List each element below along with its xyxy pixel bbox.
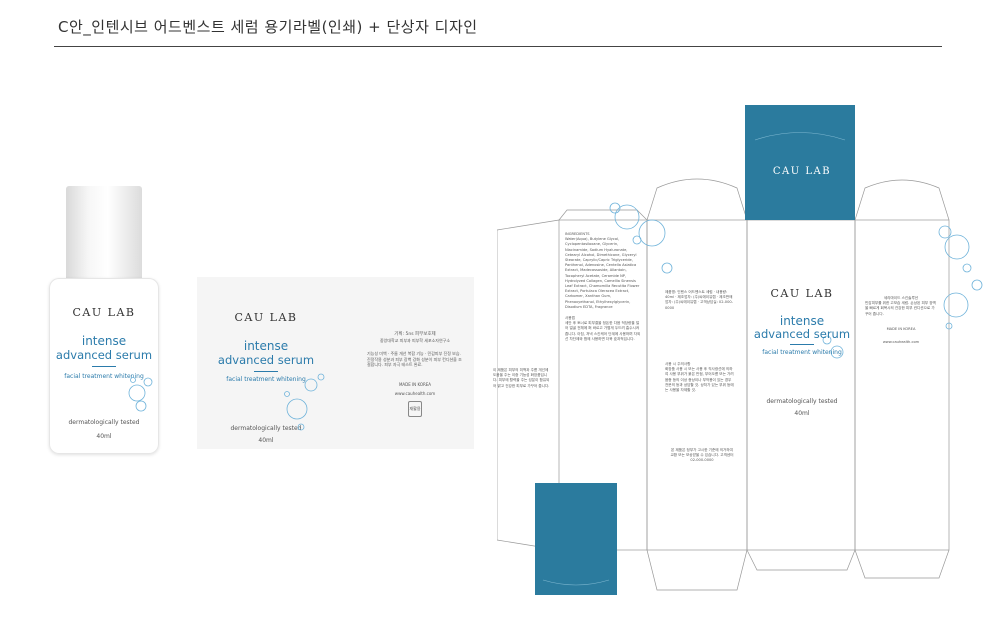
label-back-website: www.cauhealth.com	[394, 391, 436, 396]
label-back: 기획: 5ns 피부보호제 중앙대학교 피부과 피부학 세포소자연구소 기능성 …	[367, 332, 463, 417]
box-front-brand: CAU LAB	[770, 287, 834, 300]
address-text: 본 제품은 정부가 고시한 기준에 의거하여 교환 또는 보상받을 수 있습니다…	[670, 448, 734, 463]
bottle-mockup: CAU LAB intense advanced serum facial tr…	[49, 186, 159, 456]
label-back-body: 기능성 미백 · 주름 개선 복합 기능 · 민감피부 진정 보습. 진정작용 …	[367, 351, 462, 367]
title-divider	[54, 46, 942, 47]
ingredients-title: INGREDIENTS	[565, 232, 590, 236]
bottle-subtitle: facial treatment whitening	[64, 373, 144, 380]
label-front: CAU LAB intense advanced serum facial tr…	[197, 277, 335, 449]
label-product-name-2: advanced serum	[217, 353, 315, 367]
label-product-name-1: intense	[243, 339, 289, 353]
bottle-brand: CAU LAB	[72, 306, 136, 319]
bottle-product-name-1: intense	[81, 334, 127, 348]
label-subtitle: facial treatment whitening	[226, 376, 306, 383]
bottle-cap	[66, 186, 142, 282]
box-dieline: INGREDIENTS Water(Aqua), Butylene Glycol…	[493, 100, 987, 600]
label-back-subtitle: 중앙대학교 피부과 피부학 세포소자연구소	[379, 337, 451, 343]
bottle-product-name-2: advanced serum	[55, 348, 153, 362]
box-top-flap	[745, 105, 855, 220]
label-claim: dermatologically tested	[230, 425, 302, 432]
bottle-divider	[92, 366, 116, 367]
box-front-volume: 40ml	[794, 410, 810, 417]
page-title: C안_인텐시브 어드벤스트 세럼 용기라벨(인쇄) + 단상자 디자인	[58, 18, 478, 36]
label-volume: 40ml	[258, 437, 274, 444]
caution-text: 화장품 사용 시 또는 사용 후 직사광선에 의하여 사용 부위가 붉은 반점,…	[665, 367, 734, 393]
box-front-subtitle: facial treatment whitening	[762, 349, 842, 356]
bottle-volume: 40ml	[96, 433, 112, 440]
right-panel-website: www.cauhealth.com	[882, 340, 920, 345]
right-panel-title: 세라마이드 스킨솔루션	[883, 296, 919, 300]
bottle-claim: dermatologically tested	[68, 419, 140, 426]
usage-text: 세안 후 토너로 피부결을 정돈한 다음 적당량을 덜어 얼굴 전체에 펴 바르…	[565, 321, 641, 341]
ingredients-text: Water(Aqua), Butylene Glycol, Cyclopenta…	[565, 237, 640, 309]
label-back-title: 기획: 5ns 피부보호제	[394, 332, 436, 337]
box-front-name-2: advanced serum	[753, 327, 851, 341]
box-top-brand: CAU LAB	[772, 166, 832, 177]
recycle-icon: 재활용	[408, 400, 422, 417]
label-brand: CAU LAB	[234, 311, 298, 324]
box-bubbles	[609, 202, 983, 359]
dieline-outline	[497, 105, 983, 595]
flat-label: CAU LAB intense advanced serum facial tr…	[197, 277, 474, 449]
box-front-name-1: intense	[779, 314, 825, 328]
usage-title: 사용법	[565, 316, 575, 321]
box-front-divider	[790, 344, 814, 345]
info-text: 제품명: 인텐스 어드벤스트 세럼 · 내용량: 40ml · 제조업자: (주…	[665, 290, 733, 310]
right-panel-text: 민감피부를 위한 고보습 세럼. 손상된 피부 장벽을 빠르게 회복시켜 건강한…	[865, 301, 936, 316]
right-panel-made: MADE IN KOREA	[886, 326, 916, 331]
bottle-body: CAU LAB intense advanced serum facial tr…	[49, 278, 159, 454]
box-front-claim: dermatologically tested	[766, 398, 838, 405]
label-bubbles	[284, 373, 325, 431]
glue-flap-text: 이 제품은 피부의 미백과 주름 개선에 도움을 주는 이중 기능성 화장품입니…	[493, 368, 550, 388]
box-bottom-flap	[535, 483, 617, 595]
label-divider	[254, 371, 278, 372]
caution-title: 사용 시 주의사항	[665, 362, 691, 366]
label-back-made-in: MADE IN KOREA	[398, 381, 432, 387]
bottle-bubbles	[128, 377, 153, 412]
